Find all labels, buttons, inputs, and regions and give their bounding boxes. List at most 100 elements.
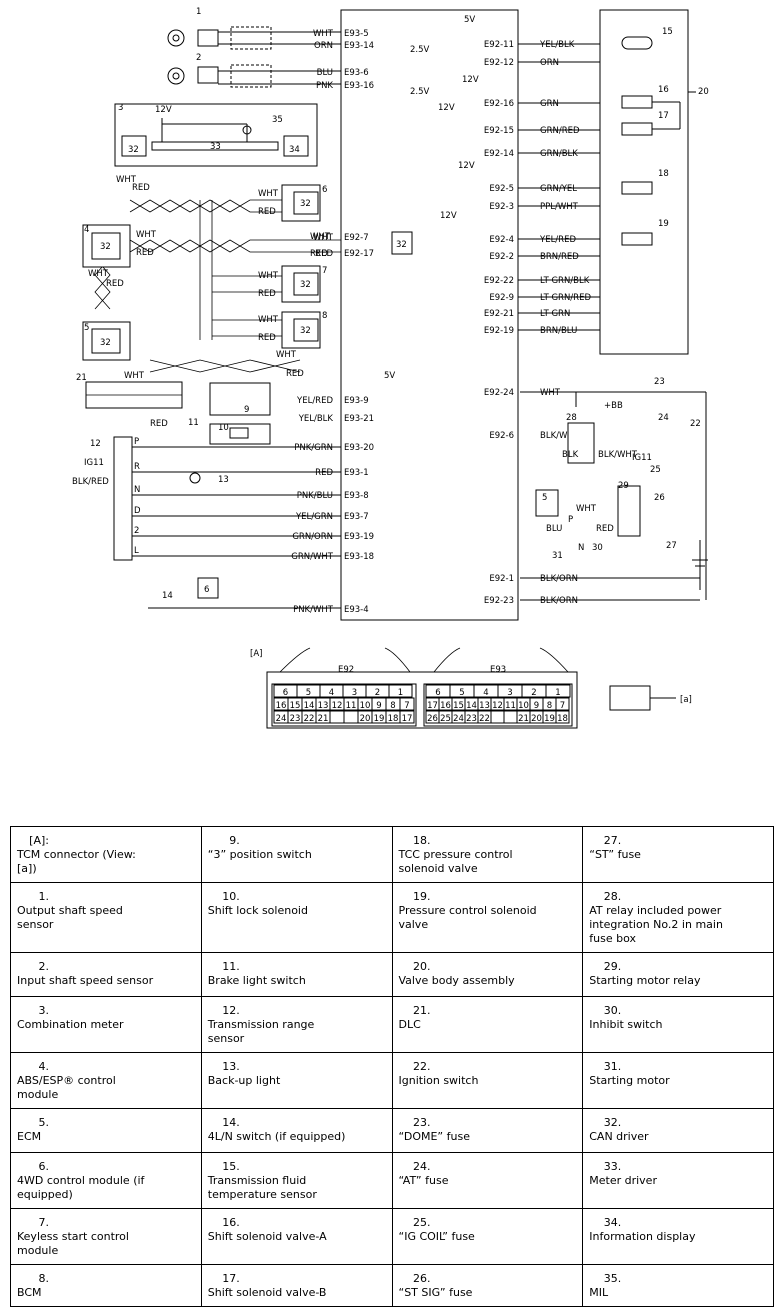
legend-row: [A]:TCM connector (View: [a])9.“3” posit… — [10, 826, 774, 883]
component-number: 25 — [650, 465, 661, 475]
connector-pin-number: 6 — [435, 688, 440, 698]
legend-text: Transmission fluid temperature sensor — [207, 1174, 317, 1201]
component-number: 34 — [289, 145, 300, 155]
legend-text: MIL — [589, 1286, 609, 1299]
legend-cell: 2.Input shaft speed sensor — [10, 952, 202, 997]
component-number: 31 — [552, 551, 563, 561]
legend-number: [A]: — [29, 834, 49, 847]
connector-pin-number: 1 — [398, 688, 403, 698]
supply-label: WHT — [88, 269, 109, 279]
tcm-left-wire-label: PNK/WHT — [293, 605, 334, 615]
legend-cell: 30.Inhibit switch — [582, 996, 774, 1053]
tcm-right-wire-label: BLK/WHT — [540, 431, 580, 441]
range-position-label: R — [134, 462, 140, 472]
connector-pin-number: 6 — [283, 688, 288, 698]
supply-label: BLK/WHT — [598, 450, 638, 460]
legend-text: TCC pressure control solenoid valve — [398, 848, 513, 875]
tcm-left-pin-label: E93-18 — [344, 552, 374, 562]
connector-pin-number: 4 — [483, 688, 488, 698]
supply-label: N — [578, 543, 584, 553]
connector-pin-cell — [399, 710, 415, 724]
legend-text: Ignition switch — [398, 1074, 479, 1087]
legend-number: 11. — [222, 960, 240, 973]
legend-text: BCM — [17, 1286, 42, 1299]
connector-pin-number: 10 — [518, 701, 529, 711]
tcm-left-pin-label: E93-20 — [344, 443, 374, 453]
tcm-left-pin-label: E93-6 — [344, 68, 369, 78]
tcm-left-pin-label: E93-16 — [344, 81, 374, 91]
connector-pin-cell — [329, 710, 345, 724]
dlc-connector — [85, 381, 183, 409]
legend-number: 32. — [603, 1116, 622, 1129]
legend-cell: 27.“ST” fuse — [582, 826, 774, 883]
legend-number: 17. — [222, 1272, 240, 1285]
legend-cell: 26.“ST SIG” fuse — [391, 1264, 584, 1307]
tcm-right-wire-label: LT GRN/BLK — [540, 276, 590, 286]
tcm-left-wire-label: GRN/ORN — [292, 532, 333, 542]
connector-pin-number: 24 — [276, 714, 287, 724]
control-module-boxes — [82, 184, 413, 361]
ecm-number: 5 — [542, 493, 547, 503]
legend-text: Information display — [589, 1230, 696, 1243]
range-position-label: 2 — [134, 526, 139, 536]
tcm-right-pin-label: E92-1 — [489, 574, 514, 584]
tcm-left-pin-label: E93-14 — [344, 41, 374, 51]
tcm-left-wire-label: RED — [315, 249, 333, 259]
component-number: 16 — [658, 85, 669, 95]
connector-pin-number: 16 — [440, 701, 451, 711]
tcm-left-wire-label: YEL/BLK — [298, 414, 334, 424]
connector-pin-cell — [490, 710, 505, 724]
connector-pin-number: 5 — [306, 688, 311, 698]
tcm-right-wire-label: LT GRN/RED — [540, 293, 591, 303]
supply-label: 5V — [384, 371, 395, 381]
legend-cell: 15.Transmission fluid temperature sensor — [200, 1152, 393, 1209]
connector-pin-number: 12 — [492, 701, 503, 711]
tcm-left-wire-label: YEL/GRN — [295, 512, 333, 522]
legend-cell: 6.4WD control module (if equipped) — [10, 1152, 202, 1209]
tcm-right-wire-label: PPL/WHT — [540, 202, 579, 212]
legend-text: “DOME” fuse — [398, 1130, 470, 1143]
legend-cell: 10.Shift lock solenoid — [200, 882, 393, 953]
legend-number: 35. — [603, 1272, 622, 1285]
legend-number: 10. — [222, 890, 240, 903]
legend-text: Starting motor — [589, 1074, 670, 1087]
tcm-right-wire-label: LT GRN — [540, 309, 570, 319]
tcm-left-wire-label: RED — [315, 468, 333, 478]
legend-number: 27. — [603, 834, 622, 847]
connector-pin-number: 20 — [360, 714, 371, 724]
tcm-right-wire-label: BRN/BLU — [540, 326, 577, 336]
legend-cell: 29.Starting motor relay — [582, 952, 774, 997]
tcm-left-wire-label: GRN/WHT — [291, 552, 334, 562]
connector-pin-number: 15 — [453, 701, 464, 711]
legend-cell: 28.AT relay included power integration N… — [582, 882, 774, 953]
tcm-left-pin-label: E93-4 — [344, 605, 369, 615]
tcm-left-pin-label: E93-8 — [344, 491, 369, 501]
connector-pin-number: 14 — [304, 701, 315, 711]
legend-cell: 25.“IG COIL” fuse — [391, 1208, 584, 1265]
supply-label: +BB — [604, 401, 623, 411]
tcm-right-pin-label: E92-2 — [489, 252, 514, 262]
connector-pin-cell — [545, 684, 571, 698]
supply-label: WHT — [258, 189, 279, 199]
switch-and-solenoid — [209, 382, 271, 445]
legend-text: Combination meter — [17, 1018, 124, 1031]
legend-cell: 3.Combination meter — [10, 996, 202, 1053]
input-shaft-speed-sensor — [167, 64, 341, 88]
legend-cell: 18.TCC pressure control solenoid valve — [391, 826, 584, 883]
supply-label: RED — [258, 207, 276, 217]
legend-cell: 17.Shift solenoid valve-B — [200, 1264, 393, 1307]
legend-number: 3. — [38, 1004, 50, 1017]
legend-cell: 31.Starting motor — [582, 1052, 774, 1109]
legend-cell: 12.Transmission range sensor — [200, 996, 393, 1053]
connector-pin-number: 1 — [555, 688, 560, 698]
supply-label: 2.5V — [410, 87, 430, 97]
legend-number: 4. — [38, 1060, 50, 1073]
connector-pin-number: 2 — [375, 688, 380, 698]
connector-pin-number: 18 — [557, 714, 568, 724]
output-shaft-speed-sensor — [167, 26, 341, 50]
connector-pin-number: 23 — [466, 714, 477, 724]
connector-pin-number: 13 — [318, 701, 329, 711]
legend-text: Inhibit switch — [589, 1018, 663, 1031]
supply-label: WHT — [258, 315, 279, 325]
